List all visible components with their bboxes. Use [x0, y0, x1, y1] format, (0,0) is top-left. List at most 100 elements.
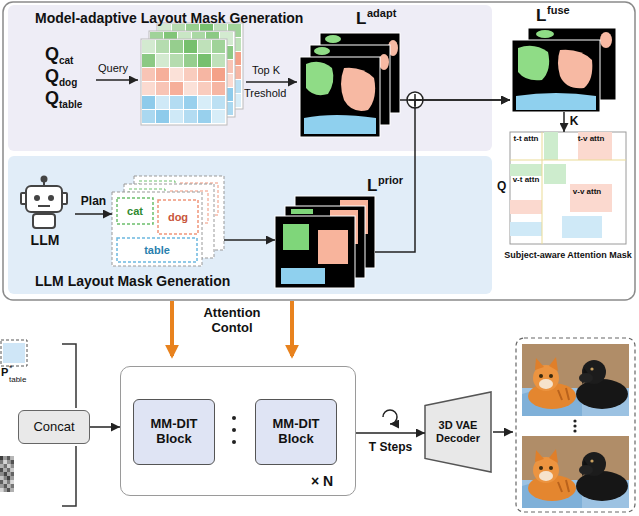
noise-latent: [11, 488, 15, 492]
fusion-mask-image: [512, 28, 616, 112]
text-embedding-tile: [1, 340, 27, 366]
similarity-grid: [156, 54, 169, 67]
node-text: MM-DIT Block: [139, 417, 209, 447]
attention-matrix-drawing: [510, 164, 542, 176]
noise-latent: [11, 468, 15, 472]
text-holder: t-v attn: [574, 135, 608, 144]
prior-mask-image: [291, 209, 313, 214]
noise-latent: [4, 472, 8, 476]
fusion-mask-image: [516, 93, 596, 110]
noise-latent: [4, 460, 8, 464]
similarity-grid: [142, 54, 155, 67]
similarity-grid: [184, 82, 197, 95]
text-holder: Q: [45, 88, 59, 109]
adaptive-mask-image: [314, 47, 330, 55]
text-holder: dog: [158, 200, 198, 234]
similarity-grid: [170, 40, 183, 53]
node-text: L: [356, 9, 366, 29]
text-holder: Plan: [81, 195, 106, 209]
output-arrow: [493, 431, 513, 433]
noise-latent: [0, 456, 4, 460]
noise-latent: [7, 472, 11, 476]
similarity-grid: [198, 82, 211, 95]
attention-matrix-drawing: [510, 222, 542, 236]
noise-latent: [4, 484, 8, 488]
noise-latent: [0, 488, 4, 492]
text-holder: L: [536, 6, 546, 26]
similarity-grid: [212, 40, 225, 53]
adaptive-mask-image: [306, 62, 333, 95]
block-group: × NMM-DIT BlockMM-DIT Block: [120, 366, 356, 496]
ellipsis-dots: [573, 419, 576, 422]
similarity-grid: [156, 96, 169, 109]
noise-latent: [11, 464, 15, 468]
text-holder: table: [59, 99, 82, 111]
noise-latent: [11, 460, 15, 464]
similarity-grid: [141, 23, 243, 125]
noise-latent: [7, 464, 11, 468]
text-holder: L: [356, 9, 366, 29]
robot-icon: [34, 195, 40, 201]
text-holder: adapt: [367, 7, 396, 20]
attention-matrix-drawing: [570, 184, 612, 212]
robot-icon: [26, 186, 62, 212]
fusion-mask-image: [536, 30, 554, 38]
similarity-grid: [170, 68, 183, 81]
section-panel: LLM Layout Mask GenerationLLMcatdogtable…: [8, 156, 492, 294]
node-text: v-v attn: [570, 188, 604, 197]
query-symbol: Q: [45, 66, 59, 87]
noise-latent: [11, 484, 15, 488]
node-text: table: [117, 238, 197, 262]
node-text: Subject-aware Attention Mask: [502, 250, 634, 260]
adaptive-mask-image: [325, 35, 341, 43]
text-holder: dog: [59, 77, 77, 89]
robot-icon: [33, 214, 55, 228]
query-symbol: Q: [45, 44, 59, 65]
noise-latent: [0, 472, 4, 476]
text-holder: Q: [45, 44, 59, 65]
edge-label: K: [570, 115, 579, 129]
similarity-grid: [212, 82, 225, 95]
text-holder: v-v attn: [570, 188, 604, 197]
text-holder: cat: [117, 198, 153, 224]
text-holder: cat: [59, 55, 73, 67]
subscript: table: [59, 99, 82, 111]
noise-latent: [11, 476, 15, 480]
layout-plan-frames: [112, 192, 202, 266]
text-holder: fuse: [547, 4, 570, 17]
attention-matrix-drawing: [544, 164, 566, 184]
noise-latent: [7, 488, 11, 492]
text-holder: table: [9, 375, 26, 384]
prior-mask-image: [283, 224, 309, 250]
generated-frame: [522, 344, 629, 416]
layout-plan-frames: [158, 200, 198, 234]
adaptive-mask-image: [304, 115, 376, 134]
similarity-grid: [198, 54, 211, 67]
similarity-grid: [142, 110, 155, 123]
decoder-shape: [425, 392, 491, 472]
similarity-grid: [142, 82, 155, 95]
connector-arrow: [224, 239, 275, 241]
noise-latent: [4, 456, 8, 460]
text-embedding-tile: [1, 340, 27, 366]
node-text: 3D VAE Decoder: [431, 419, 485, 444]
text-holder: t-t attn: [512, 135, 540, 144]
similarity-grid: [212, 110, 225, 123]
generated-frame: [522, 436, 629, 508]
similarity-grid: [184, 68, 197, 81]
similarity-grid: [170, 96, 183, 109]
text-holder: × N: [311, 473, 333, 489]
arrow-label: Attention Contol: [192, 306, 272, 336]
noise-latent: [4, 476, 8, 480]
outer-panel: [3, 2, 635, 300]
ellipsis-dots: [232, 416, 236, 420]
noise-latent: [4, 464, 8, 468]
similarity-grid: [198, 110, 211, 123]
ellipsis-dots: [232, 416, 236, 444]
similarity-grid: [170, 54, 183, 67]
attention-matrix-drawing: [562, 216, 602, 238]
ellipsis-dots: [573, 419, 576, 432]
text-holder: Q: [497, 180, 506, 194]
noise-latent: [11, 480, 15, 484]
connector-arrow: [375, 100, 510, 252]
